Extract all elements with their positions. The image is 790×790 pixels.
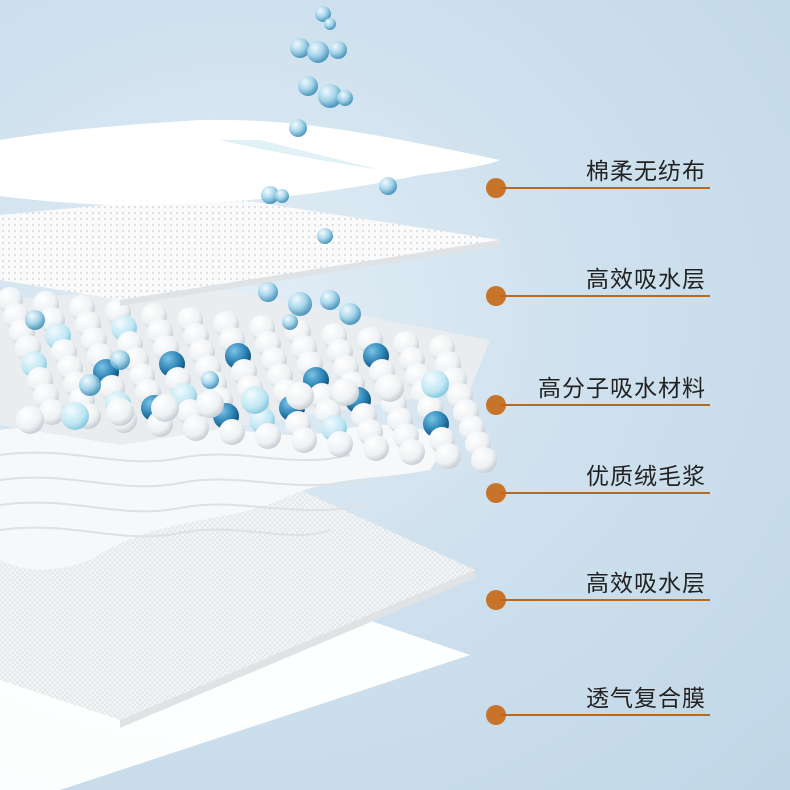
label-absorbent-layer-upper: 高效吸水层 <box>486 266 710 306</box>
water-droplet <box>258 282 278 302</box>
water-droplet <box>339 303 361 325</box>
water-droplet <box>290 38 310 58</box>
leader-line <box>500 492 710 494</box>
label-breathable-film: 透气复合膜 <box>486 685 710 725</box>
cotton-nonwoven-layer <box>0 119 500 205</box>
lower-absorbent-layer <box>0 490 475 728</box>
sap-bead <box>61 402 89 430</box>
leader-line <box>500 599 710 601</box>
water-droplet <box>324 18 336 30</box>
water-droplet <box>318 84 342 108</box>
water-droplet <box>307 41 329 63</box>
marker-dot-icon <box>486 286 506 306</box>
sap-bead <box>16 406 44 434</box>
marker-dot-icon <box>486 590 506 610</box>
water-droplet <box>261 186 279 204</box>
water-droplet <box>317 228 333 244</box>
label-fluff-pulp: 优质绒毛浆 <box>486 463 710 503</box>
water-droplet <box>289 119 307 137</box>
layer-label: 棉柔无纺布 <box>586 159 706 185</box>
sap-bead <box>399 439 425 465</box>
leader-line <box>500 404 710 406</box>
sap-bead <box>241 386 269 414</box>
sap-bead <box>183 415 209 441</box>
sap-bead <box>255 423 281 449</box>
layer-label: 透气复合膜 <box>586 686 706 712</box>
water-droplet <box>282 314 298 330</box>
water-droplet <box>201 371 219 389</box>
sap-bead <box>196 390 224 418</box>
sap-bead <box>106 398 134 426</box>
water-droplet <box>379 177 397 195</box>
sap-bead <box>291 427 317 453</box>
leader-line <box>500 187 710 189</box>
leader-line <box>500 714 710 716</box>
sap-bead <box>376 374 404 402</box>
sap-bead <box>363 435 389 461</box>
label-sap-material: 高分子吸水材料 <box>486 375 710 415</box>
layer-label: 高分子吸水材料 <box>538 376 706 402</box>
layer-label: 高效吸水层 <box>586 267 706 293</box>
sap-bead <box>331 378 359 406</box>
sap-bead-layer <box>0 285 497 473</box>
water-droplet <box>110 350 130 370</box>
sap-bead <box>471 447 497 473</box>
fluff-pulp-layer <box>0 424 450 570</box>
marker-dot-icon <box>486 178 506 198</box>
layer-label: 优质绒毛浆 <box>586 464 706 490</box>
water-droplet <box>275 189 289 203</box>
water-droplets <box>25 6 397 396</box>
sap-bead <box>435 443 461 469</box>
marker-dot-icon <box>486 395 506 415</box>
label-absorbent-layer-lower: 高效吸水层 <box>486 570 710 610</box>
sap-bead <box>286 382 314 410</box>
water-droplet <box>320 290 340 310</box>
leader-line <box>500 295 710 297</box>
sap-bead <box>421 370 449 398</box>
sap-bead <box>151 394 179 422</box>
water-droplet <box>25 310 45 330</box>
water-droplet <box>337 90 353 106</box>
water-droplet <box>298 76 318 96</box>
sap-bead <box>327 431 353 457</box>
marker-dot-icon <box>486 483 506 503</box>
water-droplet <box>288 292 312 316</box>
water-droplet <box>315 6 331 22</box>
upper-absorbent-layer <box>0 195 500 306</box>
sap-bead <box>219 419 245 445</box>
layer-label: 高效吸水层 <box>586 571 706 597</box>
water-droplet <box>329 41 347 59</box>
label-cotton-nonwoven: 棉柔无纺布 <box>486 158 710 198</box>
sap-bead <box>39 399 65 425</box>
water-droplet <box>79 374 101 396</box>
marker-dot-icon <box>486 705 506 725</box>
